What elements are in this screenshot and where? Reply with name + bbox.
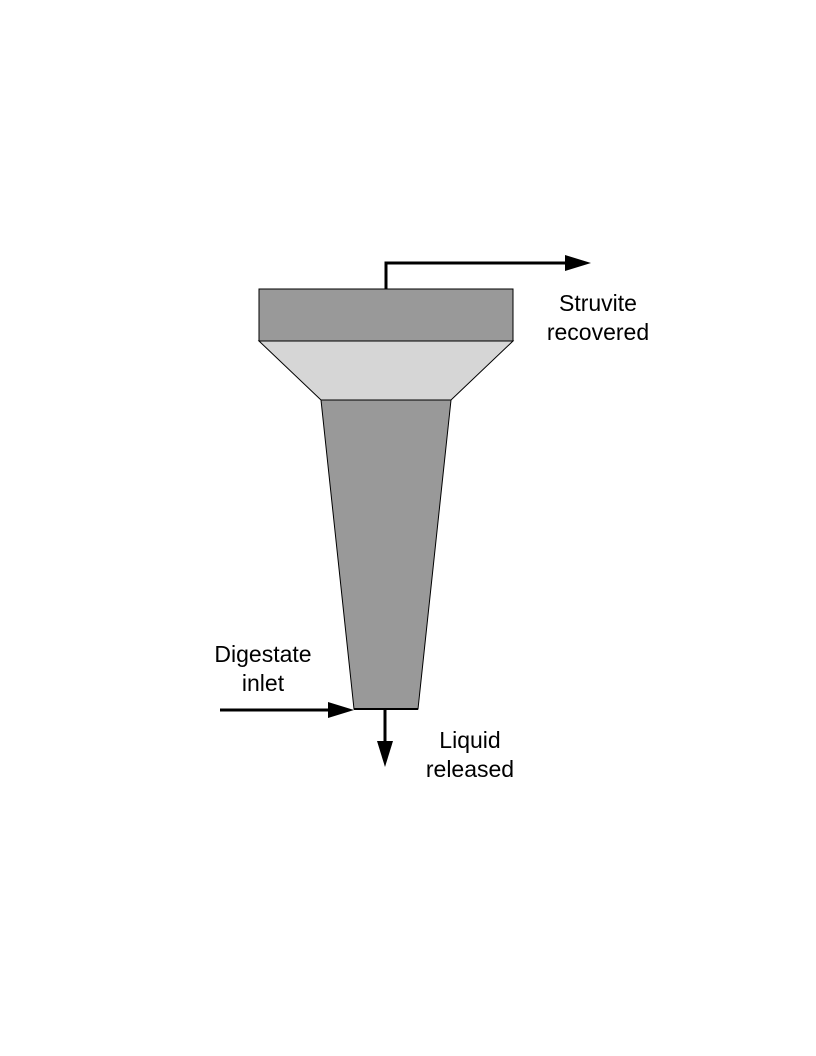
liquid-label-line2: released — [425, 756, 515, 782]
digestate-inlet-label: Digestate inlet — [190, 640, 336, 698]
liquid-label-line1: Liquid — [439, 727, 501, 753]
settling-section — [258, 288, 514, 342]
reactor-body — [320, 399, 452, 710]
struvite-outlet-arrow — [384, 261, 568, 289]
struvite-recovered-label: Struvite recovered — [525, 289, 671, 347]
digestate-arrowhead — [328, 702, 354, 718]
digestate-label-line2: inlet — [241, 670, 285, 696]
digestate-label-line1: Digestate — [214, 641, 312, 667]
struvite-label-line2: recovered — [546, 319, 650, 345]
transition-section — [257, 340, 515, 401]
struvite-label-line1: Struvite — [559, 290, 637, 316]
liquid-released-label: Liquid released — [397, 726, 543, 784]
struvite-arrowhead — [565, 255, 591, 271]
liquid-arrowhead — [377, 741, 393, 767]
